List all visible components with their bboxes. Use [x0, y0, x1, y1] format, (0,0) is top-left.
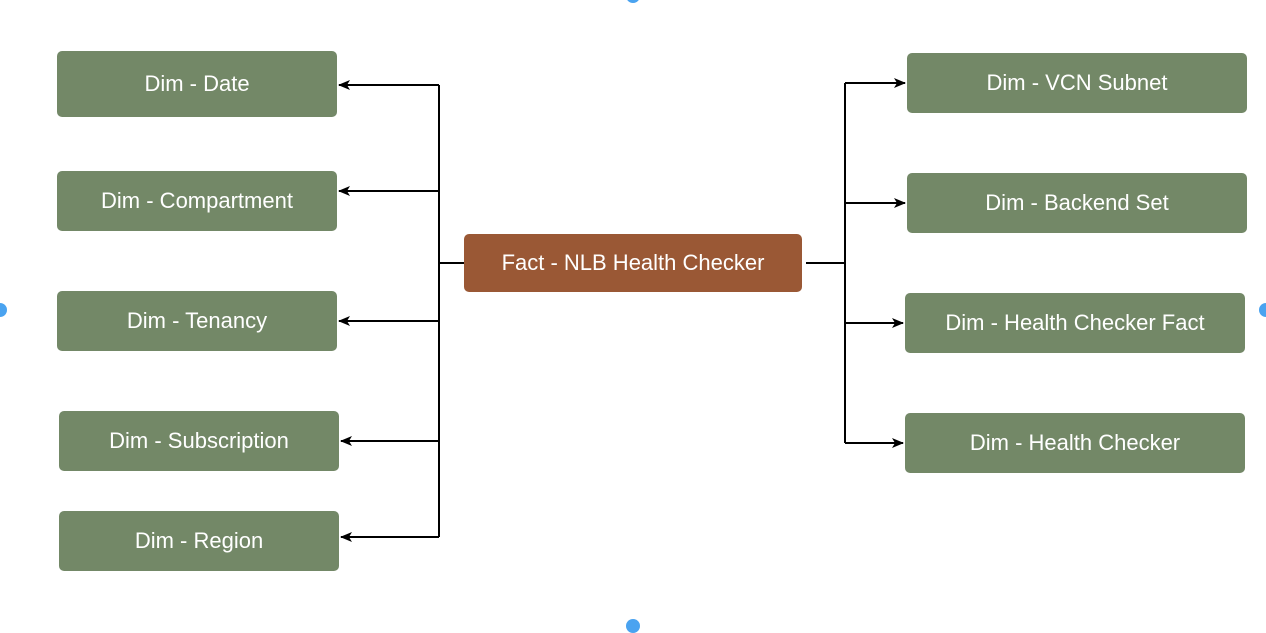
dim-date-label: Dim - Date: [144, 71, 250, 96]
dim-compartment-label: Dim - Compartment: [101, 188, 293, 213]
dim-compartment[interactable]: Dim - Compartment: [57, 171, 337, 231]
dim-vcn-subnet[interactable]: Dim - VCN Subnet: [907, 53, 1247, 113]
dim-health-checker-fact-label: Dim - Health Checker Fact: [945, 310, 1205, 335]
selection-handle-right[interactable]: [1259, 303, 1266, 317]
fact-nlb-health-checker[interactable]: Fact - NLB Health Checker: [464, 234, 802, 292]
dim-region[interactable]: Dim - Region: [59, 511, 339, 571]
dim-health-checker[interactable]: Dim - Health Checker: [905, 413, 1245, 473]
dim-vcn-subnet-label: Dim - VCN Subnet: [986, 70, 1168, 95]
right-connectors: [806, 78, 906, 448]
dim-health-checker-label: Dim - Health Checker: [969, 430, 1181, 455]
dim-date[interactable]: Dim - Date: [57, 51, 337, 117]
selection-handle-bottom[interactable]: [626, 619, 640, 633]
dim-region-label: Dim - Region: [134, 528, 264, 553]
left-connectors: [338, 80, 464, 542]
dim-backend-set[interactable]: Dim - Backend Set: [907, 173, 1247, 233]
selection-handle-left[interactable]: [0, 303, 7, 317]
dim-health-checker-fact[interactable]: Dim - Health Checker Fact: [905, 293, 1245, 353]
dim-tenancy-label: Dim - Tenancy: [126, 308, 268, 333]
dim-subscription[interactable]: Dim - Subscription: [59, 411, 339, 471]
dim-tenancy[interactable]: Dim - Tenancy: [57, 291, 337, 351]
dim-subscription-label: Dim - Subscription: [109, 428, 289, 453]
fact-label: Fact - NLB Health Checker: [501, 250, 765, 275]
dim-backend-set-label: Dim - Backend Set: [985, 190, 1169, 215]
selection-handle-top[interactable]: [626, 0, 640, 3]
